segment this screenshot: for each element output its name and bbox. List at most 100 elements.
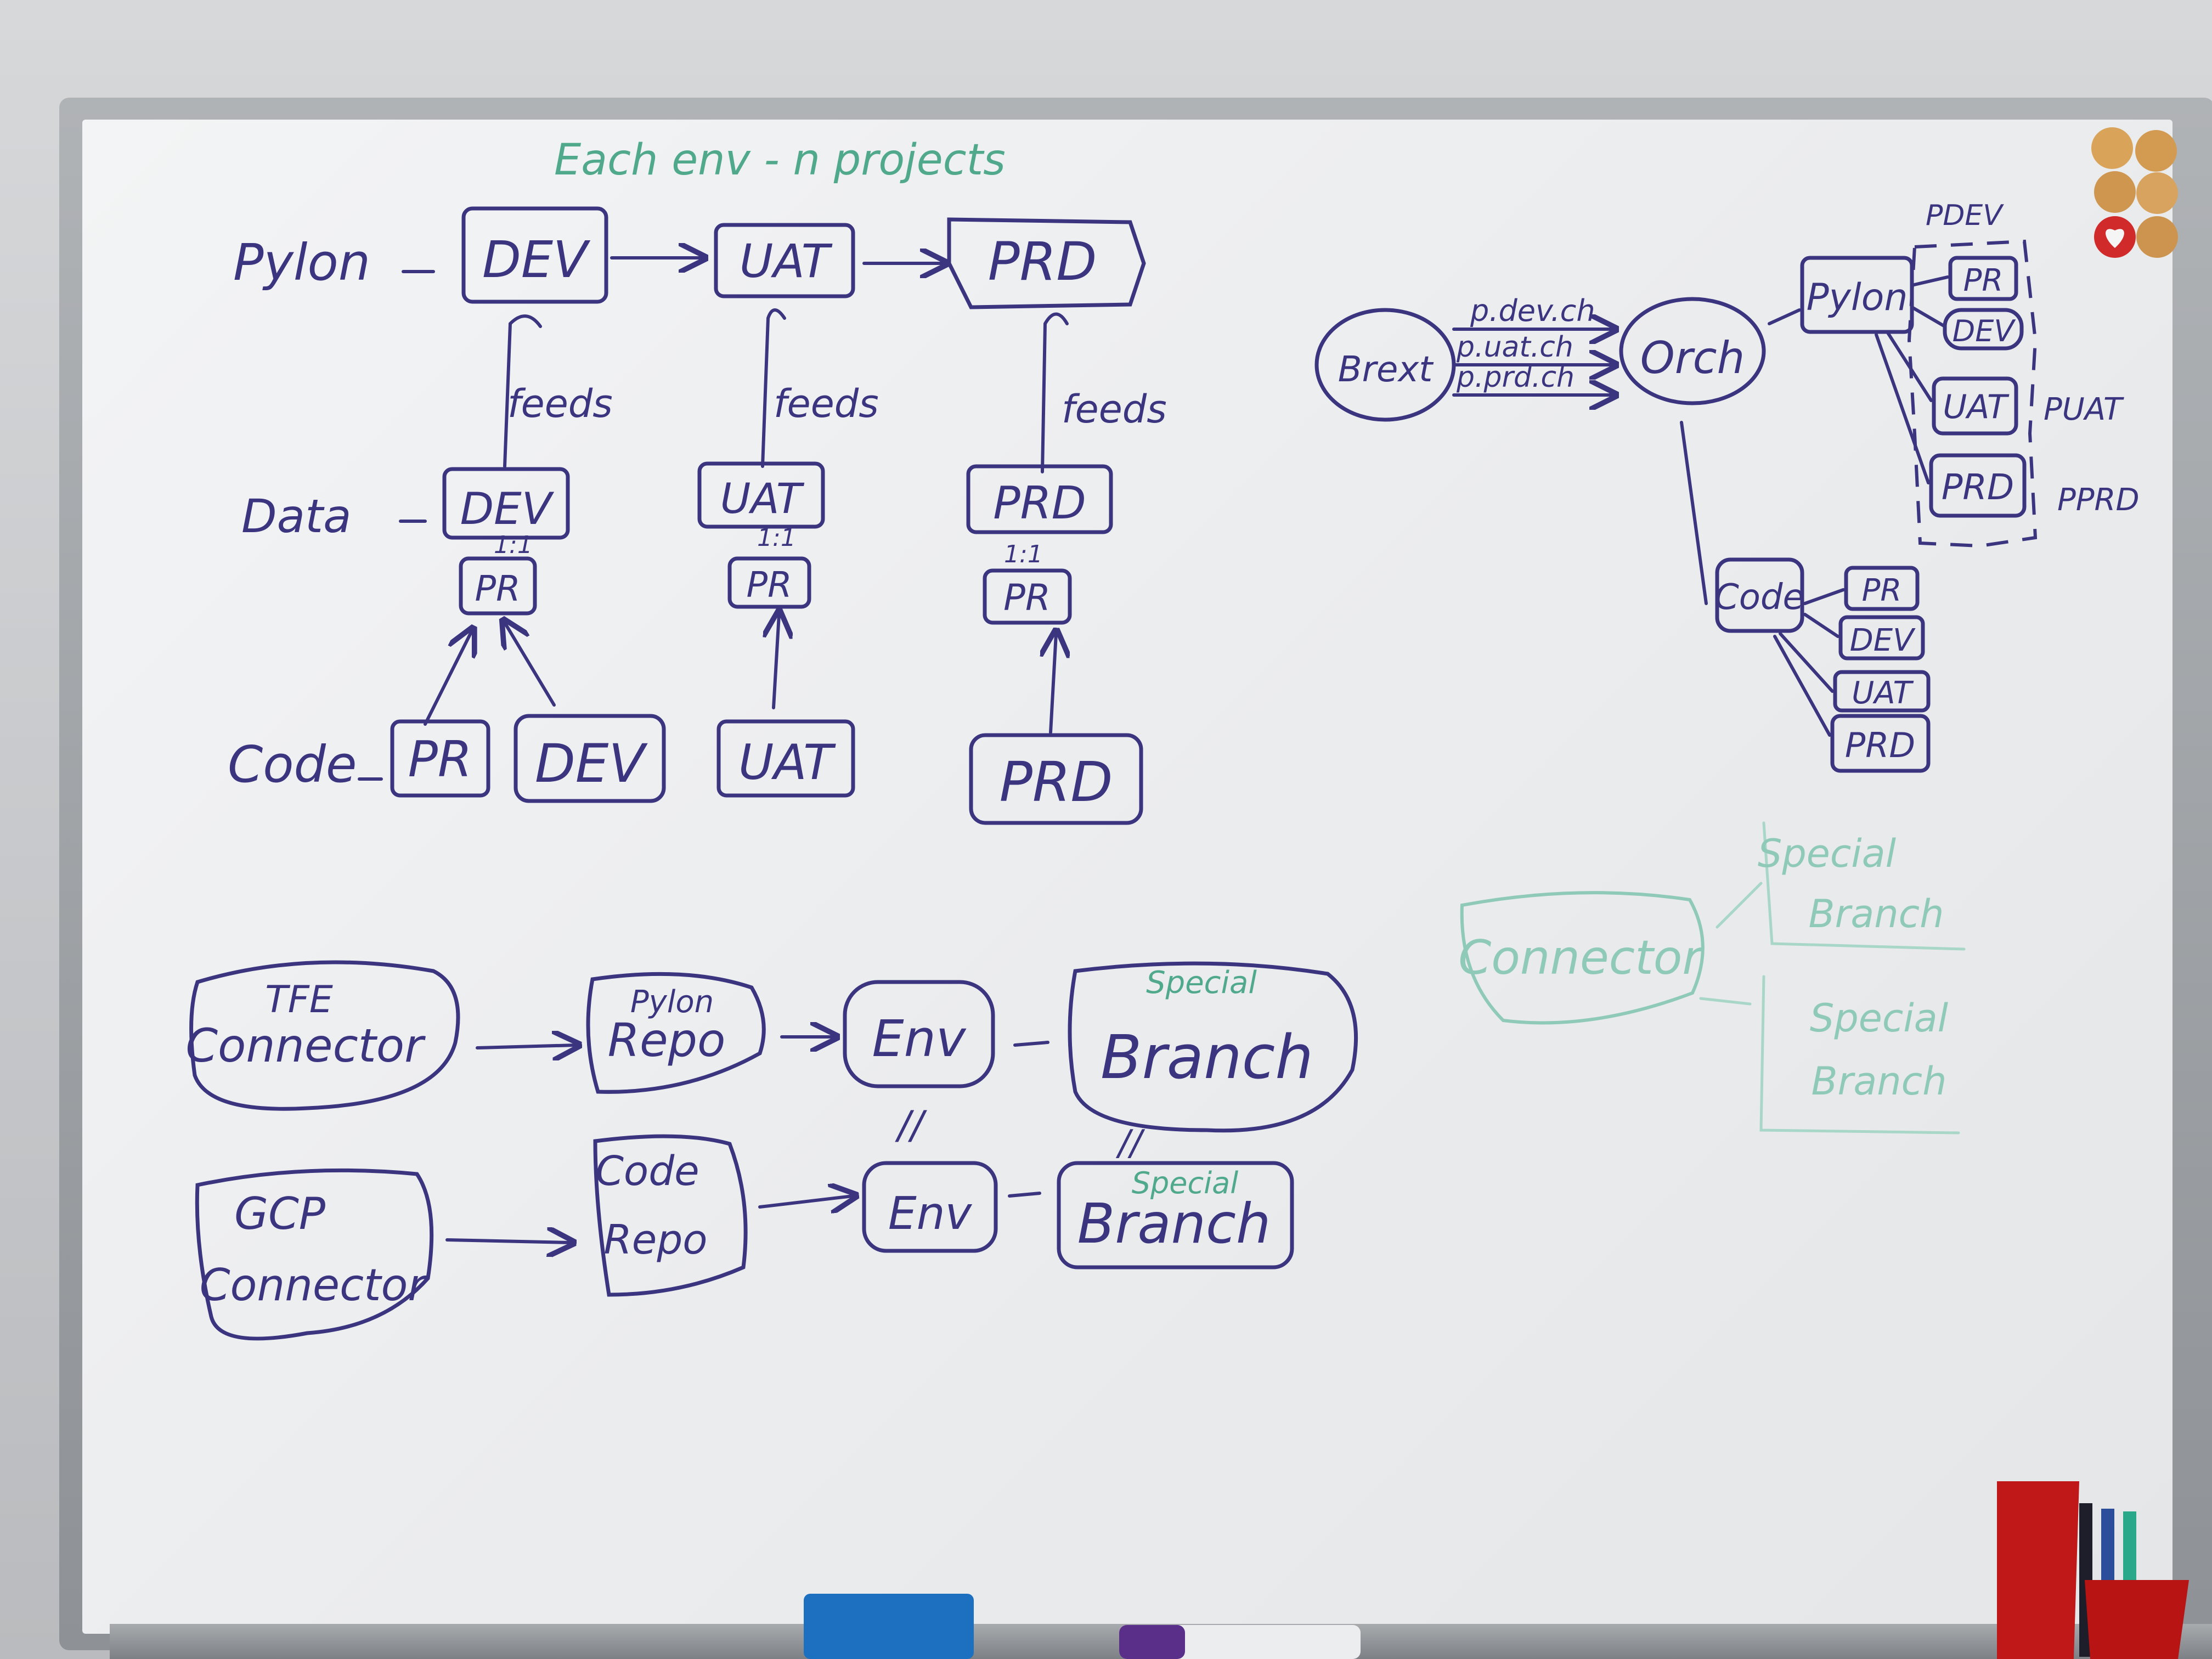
feeds-label-uat: feeds [774, 381, 879, 426]
right-pylon-pr-label: PR [1963, 263, 2004, 298]
link-env-branch [1013, 1041, 1049, 1047]
link-orch-code [1680, 421, 1708, 605]
faded-connector-node [1460, 891, 1705, 1025]
right-pylon-dev-box [1943, 308, 2024, 351]
pylon-uat-box [714, 223, 855, 298]
data-prd-box [966, 464, 1113, 534]
feeds-arrow-prd [1041, 312, 1069, 473]
bottom-env-node [862, 1161, 998, 1253]
code-dev-label: DEV [535, 733, 648, 794]
top-branch-special: Special [1146, 965, 1257, 1001]
orch-node [1619, 297, 1766, 405]
right-code-prd-label: PRD [1845, 725, 1915, 765]
code-repo-line1: Code [595, 1148, 699, 1195]
code-repo-line2: Repo [603, 1216, 707, 1263]
link-pylon-prd [1875, 333, 1930, 484]
right-pylon-uat-box [1932, 376, 2018, 436]
code-repo-node [593, 1134, 748, 1297]
ratio-prd: 1:1 [1004, 540, 1043, 568]
data-pr-label-uat: PR [746, 565, 792, 606]
tfe-label-line1: TFE [265, 978, 333, 1022]
right-code-box [1715, 557, 1804, 633]
right-code-pr-label: PR [1862, 573, 1902, 608]
data-prd-label: PRD [993, 477, 1086, 529]
parallel-mark-env: // [894, 1103, 927, 1148]
faded-top-branch: Branch [1809, 891, 1944, 936]
code-prd-box [969, 733, 1143, 825]
link-code-dev [1803, 613, 1839, 638]
faded-top-special: Special [1758, 831, 1897, 876]
right-code-dev-label: DEV [1850, 623, 1916, 658]
feeds-arrow-uat [761, 308, 786, 468]
faded-bottom-branch-outline [1759, 975, 1960, 1135]
arrow-tfe-repo [476, 1045, 576, 1048]
pylon-dev-label: DEV [482, 230, 591, 289]
link-pylon-uat [1886, 330, 1933, 402]
bottom-branch-node [1057, 1161, 1294, 1269]
right-code-label: Code [1714, 577, 1804, 618]
data-pr-box-uat [727, 556, 811, 609]
right-code-uat-label: UAT [1852, 675, 1914, 711]
tfe-connector-node [189, 960, 460, 1111]
tfe-label-line2: Connector [185, 1019, 426, 1073]
arrow-code-prd-to-pr [1051, 634, 1056, 734]
link-pylon-dev [1910, 306, 1946, 328]
title-text: Each env - n projects [554, 136, 1006, 185]
arrow-code-uat-to-pr [774, 614, 779, 709]
group-label-puat: PUAT [2044, 392, 2124, 427]
group-label-pprd: PPRD [2057, 482, 2140, 518]
top-env-label: Env [872, 1009, 967, 1068]
data-pr-box-prd [983, 568, 1072, 625]
gcp-label-line1: GCP [234, 1188, 326, 1239]
link-code-uat [1779, 632, 1834, 693]
brext-label: Brext [1338, 349, 1434, 390]
heart-icon [2106, 229, 2124, 248]
ratio-dev: 1:1 [494, 531, 533, 559]
pylon-env-group-outline [1907, 239, 2038, 548]
data-uat-box [697, 461, 825, 529]
eraser-icon[interactable] [804, 1594, 974, 1659]
right-code-dev-box [1838, 615, 1925, 661]
pen-cup-front [2085, 1580, 2189, 1659]
link-orch-pylon [1768, 308, 1801, 325]
faded-bottom-special: Special [1810, 996, 1949, 1041]
data-uat-label: UAT [720, 474, 805, 523]
group-label-pdev: PDEV [1926, 199, 2004, 232]
right-pylon-uat-label: UAT [1943, 388, 2010, 426]
magnet-icon [2094, 171, 2136, 213]
top-branch-node [1068, 961, 1358, 1133]
magnet-icon [2135, 130, 2177, 172]
magnet-icon [2091, 127, 2133, 169]
magnet-icon [2136, 216, 2178, 258]
link-code-pr [1803, 588, 1845, 605]
faded-link-top [1716, 882, 1763, 929]
feeds-arrow-dev [503, 314, 542, 468]
bottom-branch-special: Special [1132, 1166, 1239, 1200]
bottom-env-label: Env [888, 1188, 973, 1240]
arrow-gcp-repo [445, 1240, 571, 1243]
flow-label-uat: p.uat.ch [1456, 331, 1573, 364]
pylon-repo-node [586, 972, 766, 1094]
data-dev-box [442, 467, 570, 540]
right-pylon-prd-box [1929, 453, 2027, 518]
whiteboard-surface [82, 120, 2172, 1634]
code-uat-box [716, 719, 855, 798]
top-branch-label: Branch [1101, 1022, 1313, 1092]
row-label-pylon: Pylon [233, 233, 370, 292]
pylon-prd-label: PRD [988, 231, 1097, 292]
gcp-label-line2: Connector [200, 1260, 429, 1311]
magnets [2091, 127, 2178, 258]
code-pr-box [390, 719, 490, 798]
code-dev-box [514, 714, 666, 803]
right-pylon-dev-label: DEV [1953, 314, 2017, 348]
right-pylon-pr-box [1948, 256, 2018, 301]
orch-label: Orch [1640, 332, 1745, 383]
parallel-mark-branch: // [1115, 1123, 1146, 1164]
row-label-data: Data [241, 489, 352, 543]
code-pr-label: PR [408, 731, 472, 788]
link-env2-branch [1008, 1192, 1041, 1198]
data-pr-label-prd: PR [1003, 577, 1051, 619]
link-code-prd [1773, 635, 1831, 737]
bottom-branch-label: Branch [1077, 1192, 1271, 1256]
